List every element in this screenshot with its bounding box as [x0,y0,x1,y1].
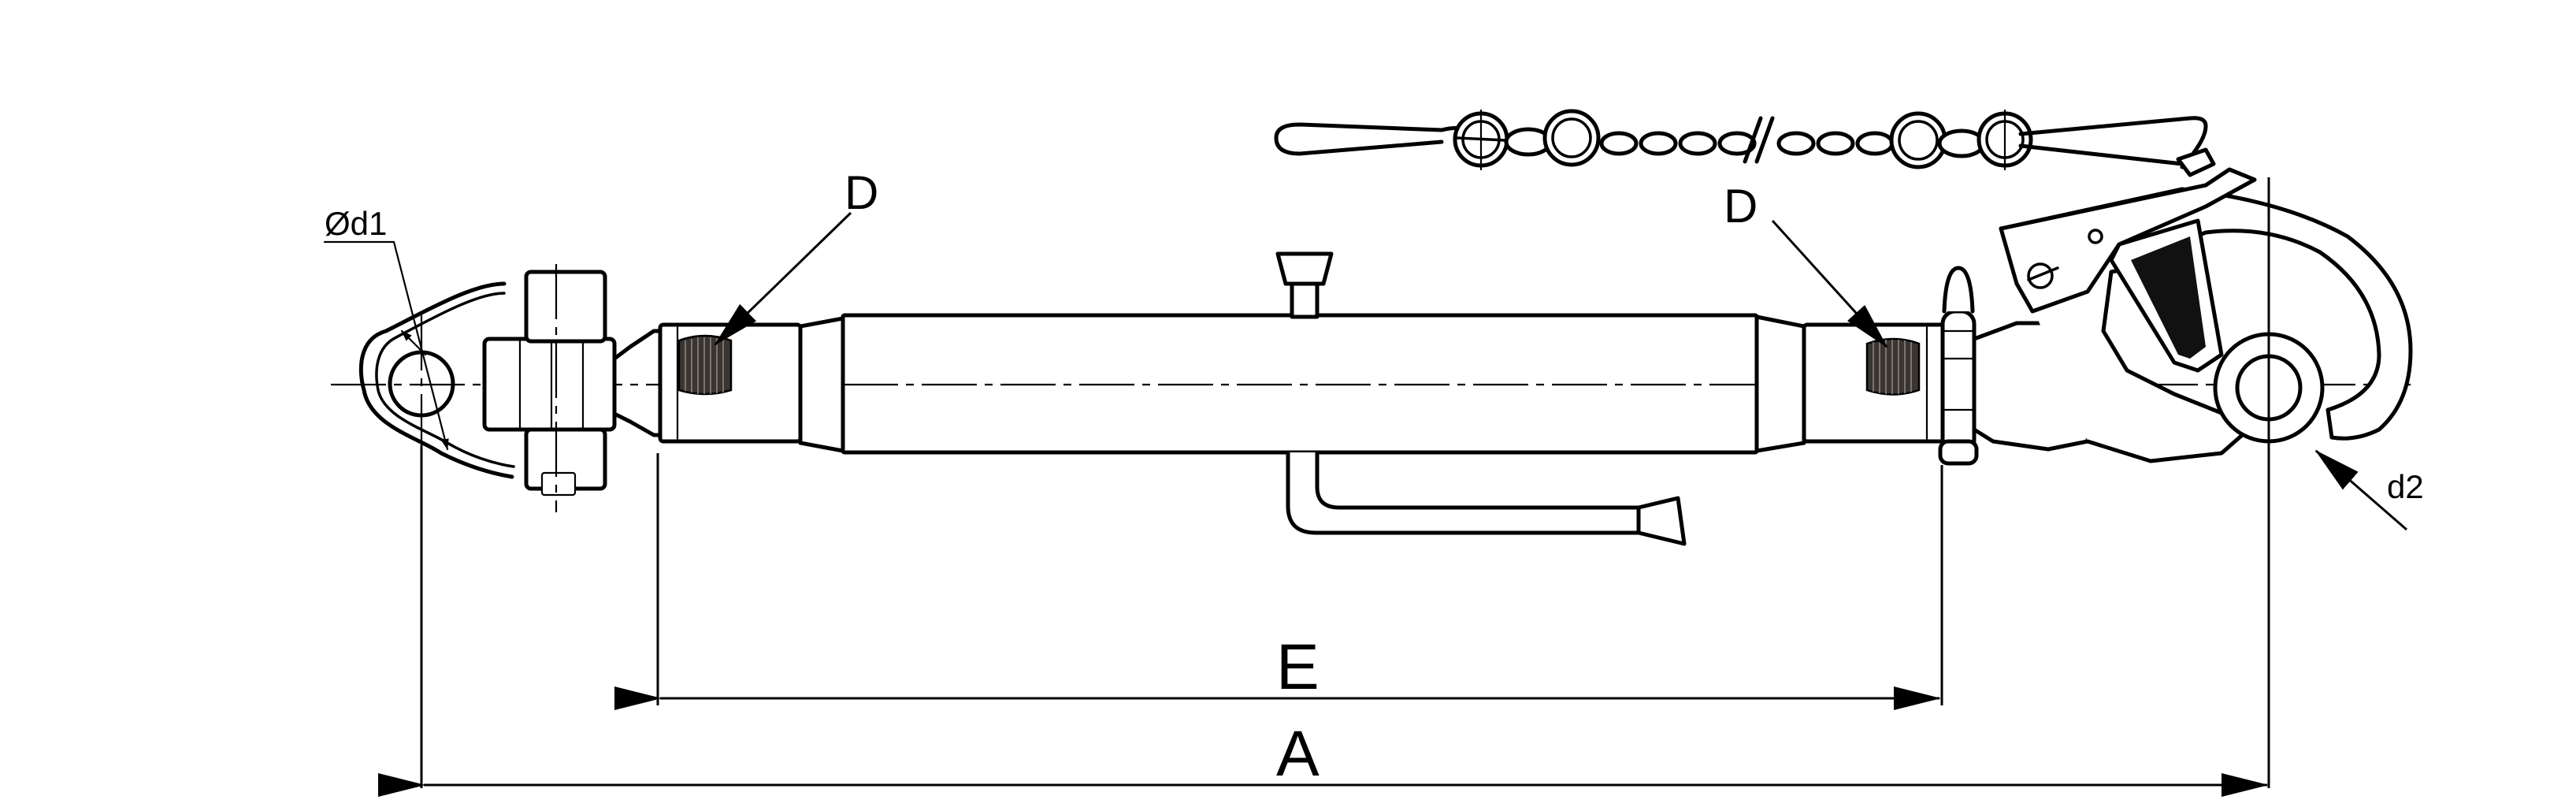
label-e: E [1276,631,1320,703]
safety-chain [1274,109,2216,177]
label-d2: d2 [2387,468,2424,505]
knurl-right [1865,337,1921,396]
grease-nipple [1275,251,1334,319]
knurl-left [677,334,733,396]
label-d-right: D [1724,180,1758,233]
label-d1: Ød1 [325,205,387,242]
dimension-a [378,177,2270,797]
d-right-leader [1771,219,1888,348]
dimension-e [614,453,1943,710]
tube-body [658,313,1947,455]
coupler-hook [1972,167,2413,463]
adjust-handle [1286,450,1687,546]
left-ball-joint [482,264,664,512]
label-d-left: D [844,166,878,219]
label-a: A [1276,718,1320,790]
d2-leader [2314,449,2407,531]
left-eye-end [323,240,515,479]
d-left-leader [714,211,852,346]
lock-nut [1938,266,1979,466]
